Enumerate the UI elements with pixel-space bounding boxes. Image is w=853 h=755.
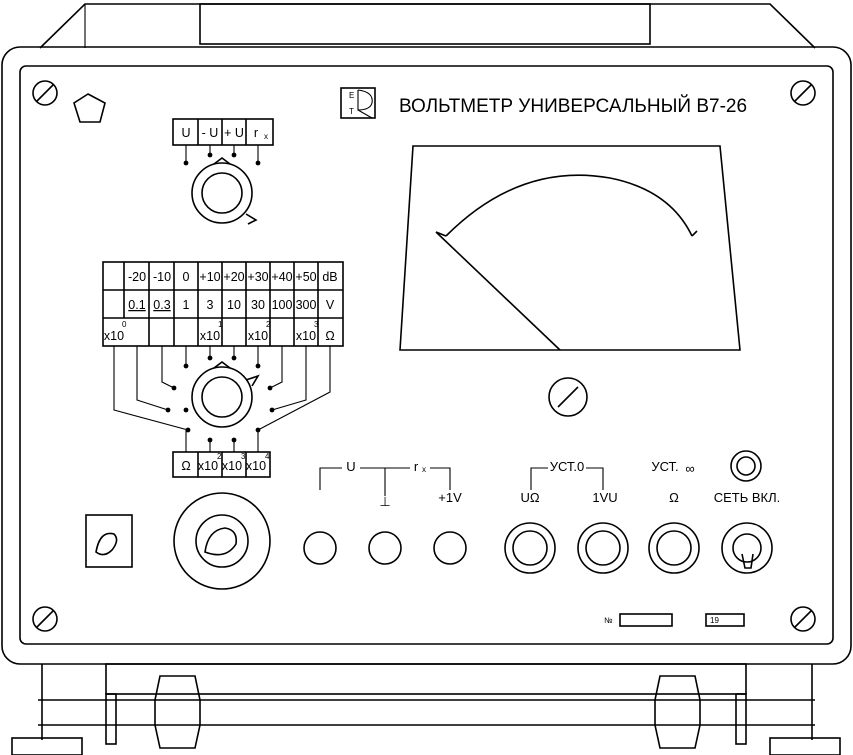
ohm-mult-exp: 2 bbox=[266, 320, 271, 329]
bottom-base bbox=[11, 663, 841, 755]
probe-holder bbox=[85, 514, 133, 568]
ground-symbol: ⊥ bbox=[379, 494, 390, 509]
serial-plate: № bbox=[604, 613, 673, 627]
pentagon-clamp bbox=[73, 93, 106, 123]
ohm-range-ohm: Ω bbox=[181, 459, 190, 473]
power-indicator-lamp bbox=[730, 450, 762, 482]
ohm-mult-cell: x10 bbox=[104, 329, 124, 343]
jack-u[interactable] bbox=[303, 531, 337, 565]
label-ohm: Ω bbox=[669, 490, 679, 505]
power-switch[interactable] bbox=[721, 522, 773, 574]
mode-label-r: r bbox=[254, 126, 258, 140]
ohm-range-mult: x10 bbox=[246, 459, 266, 473]
screw-bottom-right bbox=[790, 606, 816, 632]
year-plate: 19 bbox=[705, 613, 745, 627]
ohm-mult-cell: x10 bbox=[296, 329, 316, 343]
db-cell: -20 bbox=[128, 270, 146, 284]
terminal-label-u: U bbox=[346, 459, 355, 474]
mode-switch-labels: U - U + U r x bbox=[172, 118, 274, 146]
ohm-mult-exp: 1 bbox=[218, 320, 223, 329]
range-switch-leaders bbox=[113, 346, 331, 433]
db-cell: +10 bbox=[199, 270, 220, 284]
range-table: -20 -10 0 +10 +20 +30 +40 +50 dB 0.1 0.3… bbox=[102, 261, 344, 347]
ohm-range-table: Ω x10 2 x10 3 x10 4 bbox=[172, 451, 271, 478]
db-cell: -10 bbox=[153, 270, 171, 284]
ohm-range-exp: 2 bbox=[217, 452, 222, 461]
top-cover bbox=[39, 3, 816, 49]
mode-label-u: U bbox=[181, 126, 190, 140]
jack-ground[interactable] bbox=[368, 531, 402, 565]
year-text: 19 bbox=[710, 616, 719, 625]
db-cell: 0 bbox=[183, 270, 190, 284]
mode-label-plus-u: + U bbox=[224, 126, 244, 140]
label-ust-inf: УСТ. bbox=[651, 459, 678, 474]
logo-letter-t: T bbox=[349, 107, 354, 116]
knob-uohm[interactable] bbox=[504, 522, 556, 574]
terminal-label-uohm: UΩ bbox=[520, 490, 539, 505]
probe-socket[interactable] bbox=[173, 492, 271, 590]
db-cell: +30 bbox=[247, 270, 268, 284]
terminal-label-1vu: 1VU bbox=[592, 490, 617, 505]
db-cell: +20 bbox=[223, 270, 244, 284]
manufacturer-logo: E T bbox=[340, 87, 376, 119]
knob-ohm[interactable] bbox=[648, 522, 700, 574]
analog-meter bbox=[399, 145, 741, 351]
v-cell: 0.3 bbox=[153, 298, 170, 312]
terminal-label-ust0: УСТ.0 bbox=[550, 459, 585, 474]
mode-label-r-sub: x bbox=[264, 132, 268, 141]
v-unit: V bbox=[326, 298, 335, 312]
cabinet bbox=[1, 46, 852, 665]
v-cell: 3 bbox=[207, 298, 214, 312]
v-cell: 0.1 bbox=[128, 298, 145, 312]
ohm-unit: Ω bbox=[325, 329, 334, 343]
number-sign: № bbox=[604, 616, 613, 625]
range-switch-knob[interactable] bbox=[191, 361, 260, 428]
v-cell: 30 bbox=[251, 298, 265, 312]
db-cell: +50 bbox=[295, 270, 316, 284]
label-power: СЕТЬ ВКЛ. bbox=[714, 490, 781, 505]
terminal-labels: U r x ⊥ +1V УСТ.0 UΩ 1VU УСТ. ∞ Ω СЕТЬ В… bbox=[319, 459, 781, 509]
ohm-mult-exp: 0 bbox=[122, 320, 127, 329]
ohm-range-mult: x10 bbox=[198, 459, 218, 473]
infinity-symbol: ∞ bbox=[685, 461, 694, 476]
ohm-mult-cell: x10 bbox=[248, 329, 268, 343]
v-cell: 1 bbox=[183, 298, 190, 312]
v-cell: 10 bbox=[227, 298, 241, 312]
screw-top-right bbox=[790, 80, 816, 106]
device-title: ВОЛЬТМЕТР УНИВЕРСАЛЬНЫЙ В7-26 bbox=[399, 95, 747, 117]
logo-letter-e: E bbox=[349, 91, 354, 100]
screw-top-left bbox=[32, 80, 58, 106]
terminal-label-plus1v: +1V bbox=[438, 490, 462, 505]
v-cell: 300 bbox=[296, 298, 317, 312]
mode-switch-leaders bbox=[183, 145, 261, 166]
ohm-mult-cell: x10 bbox=[200, 329, 220, 343]
ohm-range-leaders bbox=[185, 430, 259, 452]
meter-needle bbox=[435, 231, 561, 351]
ohm-range-exp: 3 bbox=[241, 452, 246, 461]
terminal-label-r: r bbox=[414, 459, 419, 474]
jack-plus1v[interactable] bbox=[433, 531, 467, 565]
knob-1vu[interactable] bbox=[577, 522, 629, 574]
db-unit: dB bbox=[322, 270, 337, 284]
ohm-range-mult: x10 bbox=[222, 459, 242, 473]
mode-switch-knob[interactable] bbox=[191, 157, 258, 225]
screw-bottom-left bbox=[32, 606, 58, 632]
db-cell: +40 bbox=[271, 270, 292, 284]
terminal-label-r-sub: x bbox=[422, 465, 426, 474]
mode-label-minus-u: - U bbox=[202, 126, 219, 140]
zero-adjust-screw[interactable] bbox=[548, 377, 588, 417]
v-cell: 100 bbox=[272, 298, 293, 312]
ohm-mult-exp: 3 bbox=[314, 320, 319, 329]
ohm-range-exp: 4 bbox=[265, 452, 270, 461]
